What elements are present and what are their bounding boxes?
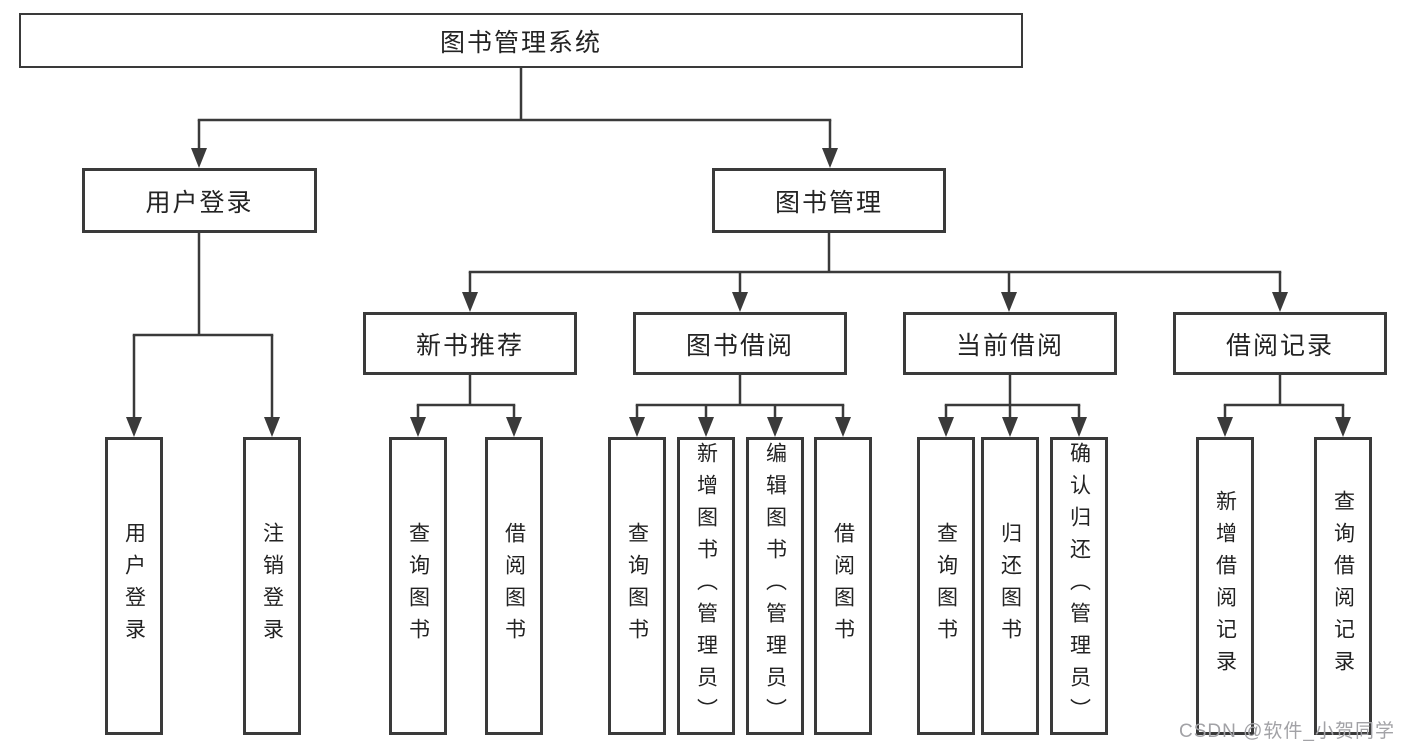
node-root: 图书管理系统: [19, 13, 1023, 68]
node-book-mgmt: 图书管理: [712, 168, 946, 233]
csdn-watermark: CSDN @软件_小贺同学: [1179, 721, 1395, 742]
leaf-nb-query-books-label: 查询图书: [406, 522, 430, 650]
node-user-login-label: 用户登录: [145, 188, 254, 217]
leaf-nb-query-books: 查询图书: [389, 437, 447, 735]
leaf-cb-query-books: 查询图书: [917, 437, 975, 735]
node-user-login: 用户登录: [82, 168, 317, 233]
leaf-logout: 注销登录: [243, 437, 301, 735]
node-root-label: 图书管理系统: [439, 28, 602, 57]
leaf-bb-query-books: 查询图书: [608, 437, 666, 735]
leaf-nb-borrow-books-label: 借阅图书: [502, 522, 526, 650]
leaf-br-add-record: 新增借阅记录: [1196, 437, 1254, 735]
node-book-borrow: 图书借阅: [633, 312, 847, 375]
leaf-bb-add-books-admin-label: 新增图书（管理员）: [694, 442, 718, 730]
leaf-nb-borrow-books: 借阅图书: [485, 437, 543, 735]
node-new-book-rec-label: 新书推荐: [415, 331, 524, 360]
leaf-cb-confirm-return-admin: 确认归还（管理员）: [1050, 437, 1108, 735]
leaf-br-add-record-label: 新增借阅记录: [1213, 490, 1237, 682]
node-borrow-records: 借阅记录: [1173, 312, 1387, 375]
leaf-cb-return-books: 归还图书: [981, 437, 1039, 735]
leaf-user-login-label: 用户登录: [122, 522, 146, 650]
node-borrow-records-label: 借阅记录: [1225, 331, 1334, 360]
node-current-borrow-label: 当前借阅: [955, 331, 1064, 360]
leaf-user-login: 用户登录: [105, 437, 163, 735]
leaf-cb-query-books-label: 查询图书: [934, 522, 958, 650]
leaf-bb-add-books-admin: 新增图书（管理员）: [677, 437, 735, 735]
node-current-borrow: 当前借阅: [903, 312, 1117, 375]
leaf-br-query-record: 查询借阅记录: [1314, 437, 1372, 735]
node-book-mgmt-label: 图书管理: [774, 188, 883, 217]
leaf-cb-return-books-label: 归还图书: [998, 522, 1022, 650]
leaf-bb-edit-books-admin: 编辑图书（管理员）: [746, 437, 804, 735]
leaf-bb-query-books-label: 查询图书: [625, 522, 649, 650]
leaf-cb-confirm-return-admin-label: 确认归还（管理员）: [1067, 442, 1091, 730]
leaf-bb-borrow-books: 借阅图书: [814, 437, 872, 735]
node-new-book-rec: 新书推荐: [363, 312, 577, 375]
node-book-borrow-label: 图书借阅: [685, 331, 794, 360]
leaf-bb-borrow-books-label: 借阅图书: [831, 522, 855, 650]
leaf-bb-edit-books-admin-label: 编辑图书（管理员）: [763, 442, 787, 730]
leaf-br-query-record-label: 查询借阅记录: [1331, 490, 1355, 682]
leaf-logout-label: 注销登录: [260, 522, 284, 650]
